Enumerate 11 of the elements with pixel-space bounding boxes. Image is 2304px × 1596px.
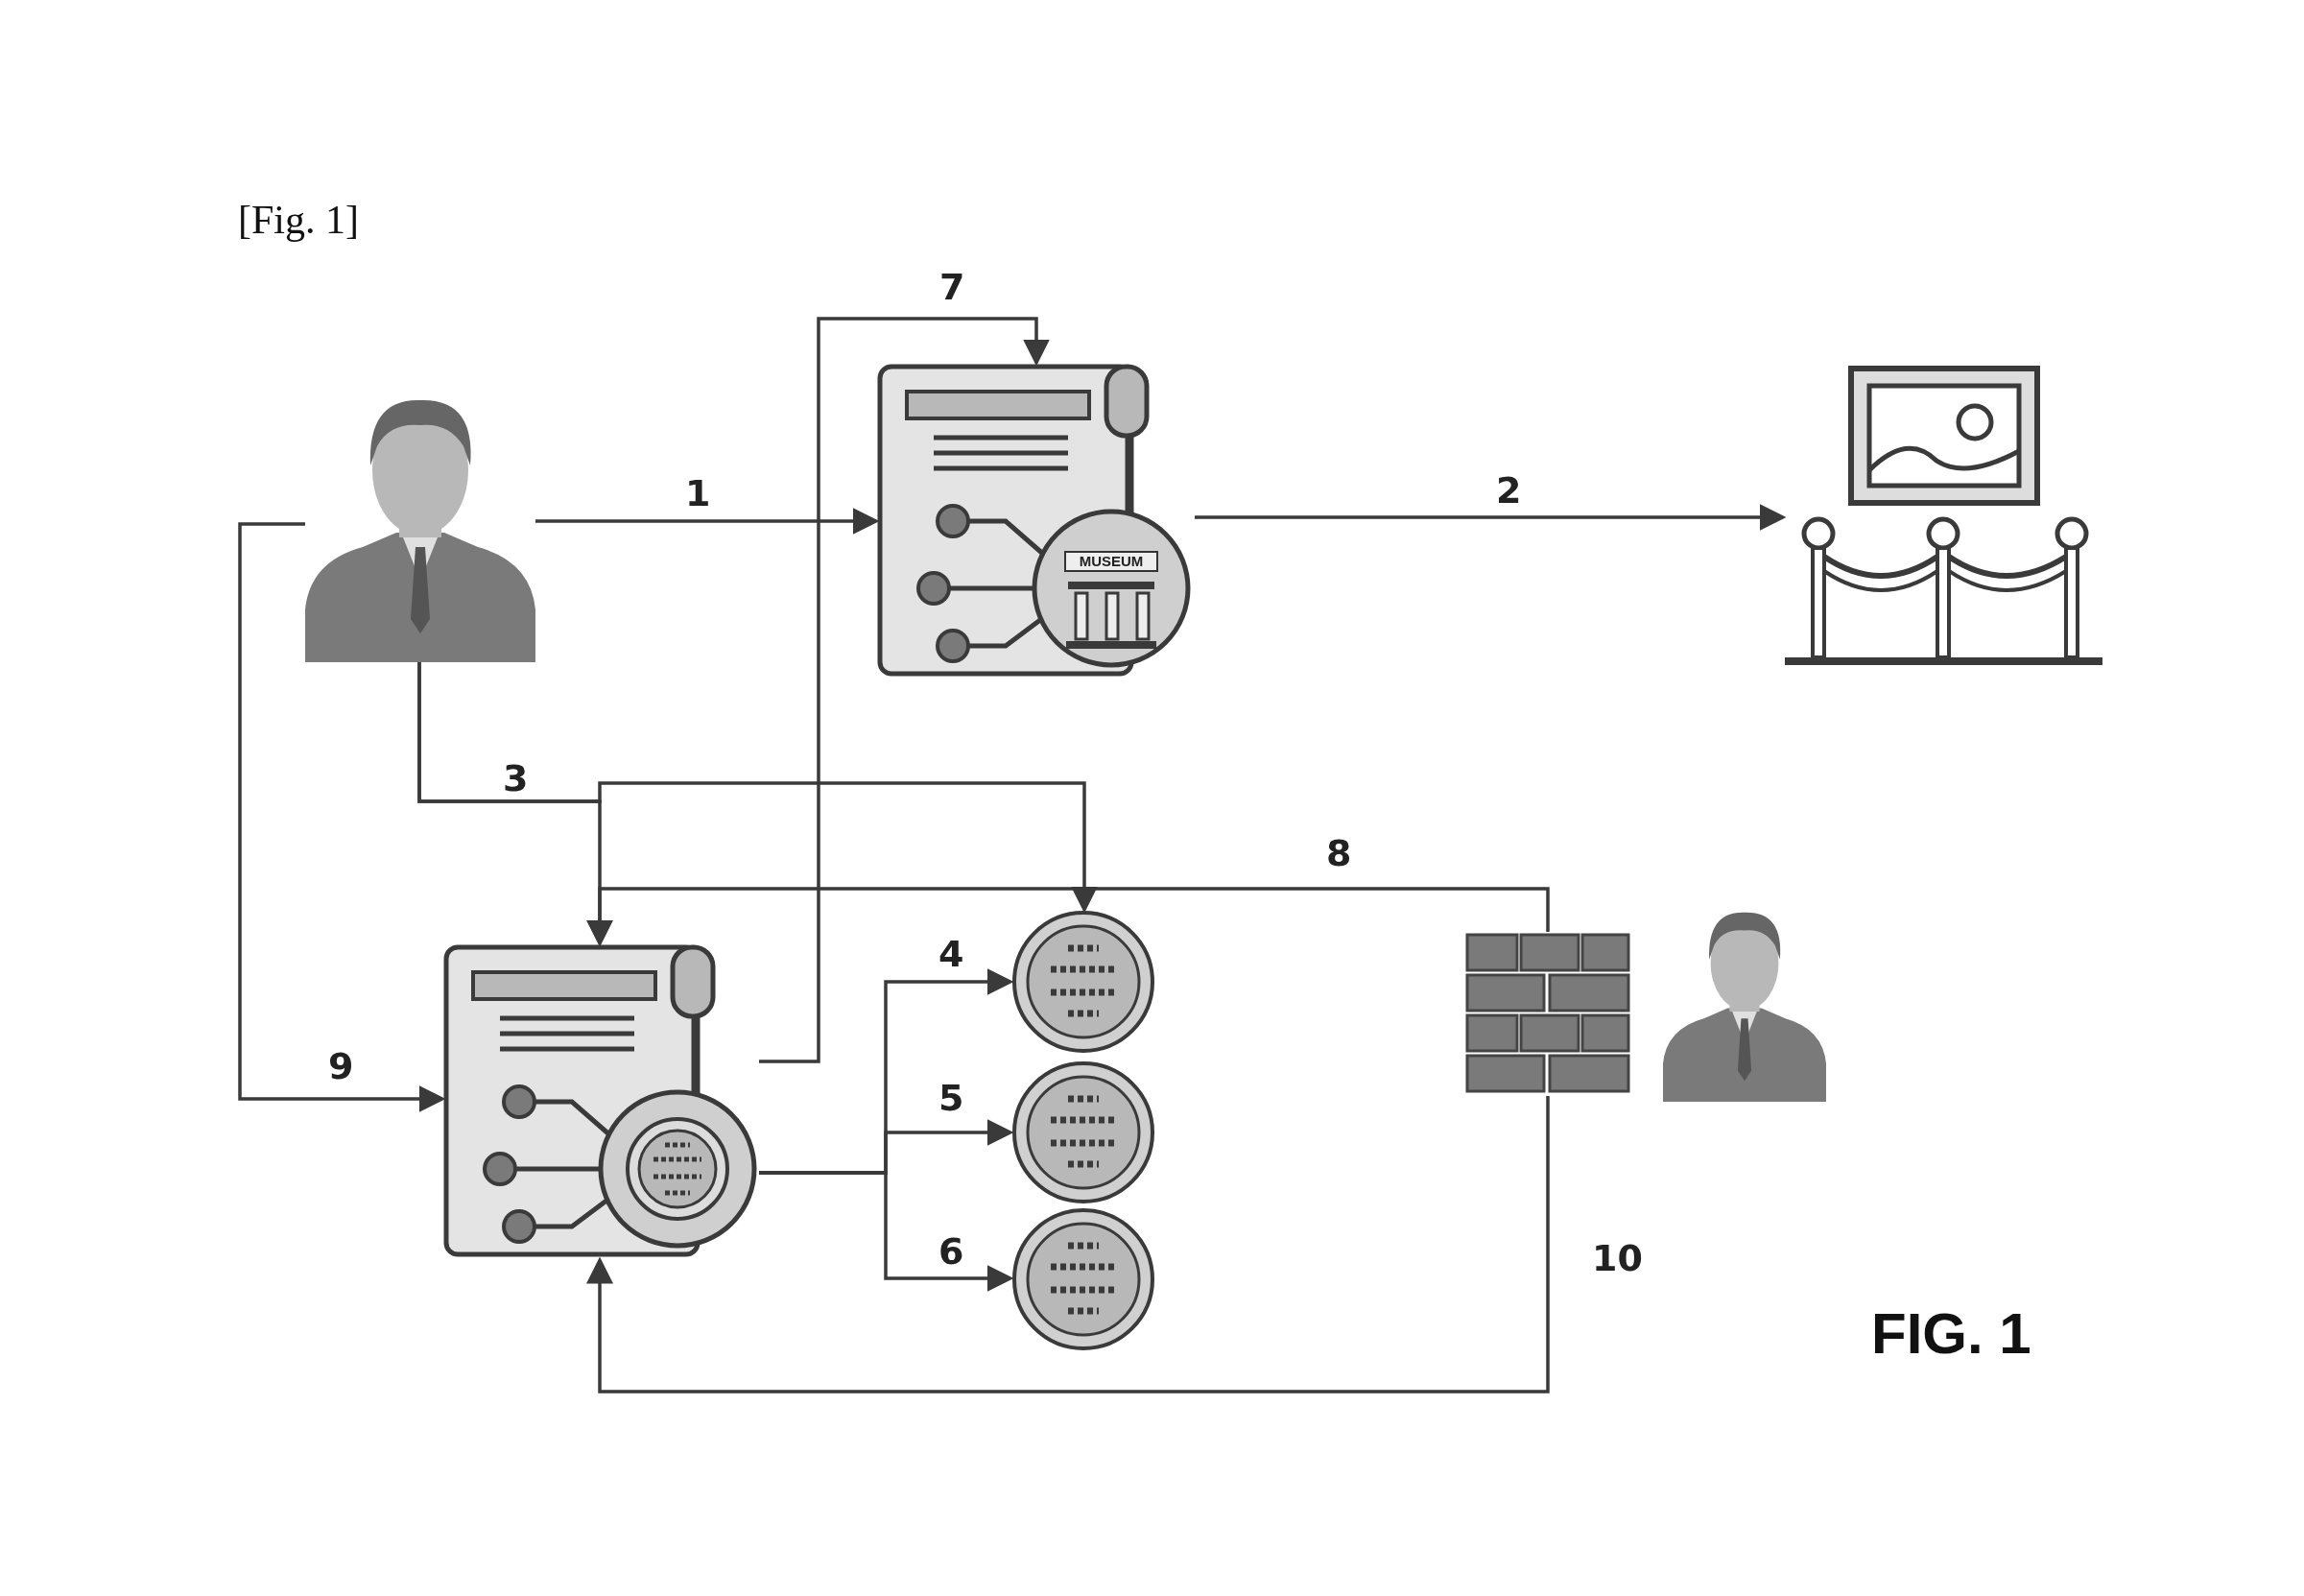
connector-arrow <box>759 1171 1014 1292</box>
badge-text: MUSEUM <box>1064 551 1158 572</box>
connector-arrow <box>586 1096 1550 1394</box>
connector-arrow <box>238 522 446 1112</box>
figure-caption: FIG. 1 <box>1871 1300 2031 1368</box>
connector-arrow <box>1195 504 1787 531</box>
figure-label: [Fig. 1] <box>238 197 359 244</box>
connector-arrow <box>535 508 880 535</box>
connector-arrow <box>586 887 1550 947</box>
connector-arrow <box>759 317 1050 1063</box>
connector-arrow <box>417 662 1098 914</box>
